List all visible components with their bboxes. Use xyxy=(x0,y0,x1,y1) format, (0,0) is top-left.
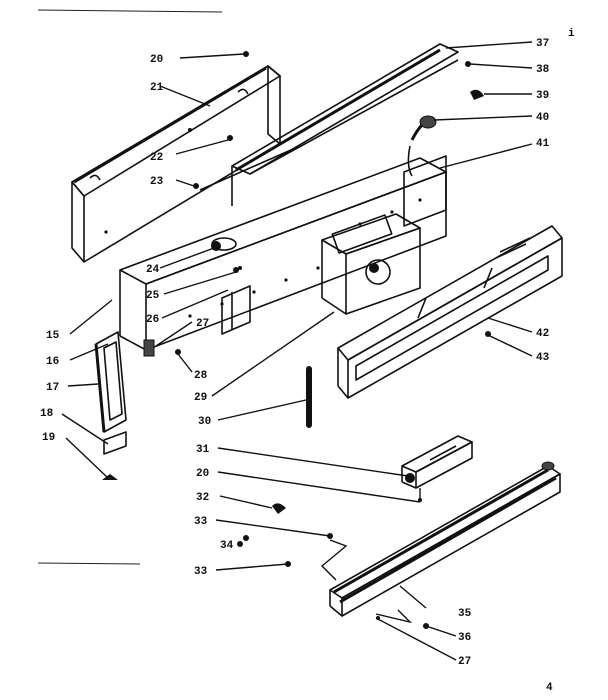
callout-16: 16 xyxy=(46,356,59,368)
callout-36: 36 xyxy=(458,632,471,644)
callout-15: 15 xyxy=(46,330,60,342)
callout-40: 40 xyxy=(536,112,549,124)
callout-30: 30 xyxy=(198,416,211,428)
callout-21: 21 xyxy=(150,82,164,94)
callout-26: 26 xyxy=(146,314,159,326)
callout-33b: 33 xyxy=(194,566,208,578)
clip-18 xyxy=(103,431,127,455)
callout-27: 27 xyxy=(196,318,209,330)
callout-43: 43 xyxy=(536,352,550,364)
callout-25: 25 xyxy=(146,290,160,302)
callout-28: 28 xyxy=(194,370,208,382)
callout-34: 34 xyxy=(220,540,234,552)
callout-33: 33 xyxy=(194,516,208,528)
block-31 xyxy=(401,435,473,489)
timer-box-29 xyxy=(321,213,421,315)
callout-41: 41 xyxy=(536,138,550,150)
edge-mark-top: i xyxy=(568,28,575,40)
bottom-rule xyxy=(37,562,141,565)
edge-mark-bottom: 4 xyxy=(546,682,553,694)
callout-37: 37 xyxy=(536,38,549,50)
end-cap-17 xyxy=(94,331,155,433)
callout-42: 42 xyxy=(536,328,549,340)
front-panel-42 xyxy=(337,225,563,399)
callout-17: 17 xyxy=(46,382,59,394)
callout-23: 23 xyxy=(150,176,164,188)
bracket-26 xyxy=(221,267,251,335)
callout-29: 29 xyxy=(194,392,207,404)
callout-20: 20 xyxy=(150,54,163,66)
assembly-lines xyxy=(320,488,421,624)
control-console xyxy=(119,145,447,351)
callout-20b: 20 xyxy=(196,468,209,480)
rod-30 xyxy=(306,366,312,428)
callout-24: 24 xyxy=(146,264,160,276)
callout-27b: 27 xyxy=(458,656,471,668)
bracket-41 xyxy=(403,115,447,227)
callout-labels: 20 21 22 23 24 25 26 27 28 29 30 15 16 1… xyxy=(40,28,575,694)
callout-35: 35 xyxy=(458,608,472,620)
hardware xyxy=(175,51,491,629)
callout-18: 18 xyxy=(40,408,54,420)
callout-19: 19 xyxy=(42,432,55,444)
callout-39: 39 xyxy=(536,90,549,102)
leader-lines xyxy=(61,41,533,661)
callout-38: 38 xyxy=(536,64,550,76)
top-rule xyxy=(37,9,223,13)
bottom-rail-35 xyxy=(329,461,561,617)
callout-32: 32 xyxy=(196,492,209,504)
top-trim-37 xyxy=(231,43,459,175)
callout-31: 31 xyxy=(196,444,210,456)
foot-19 xyxy=(102,474,118,480)
callout-22: 22 xyxy=(150,152,163,164)
